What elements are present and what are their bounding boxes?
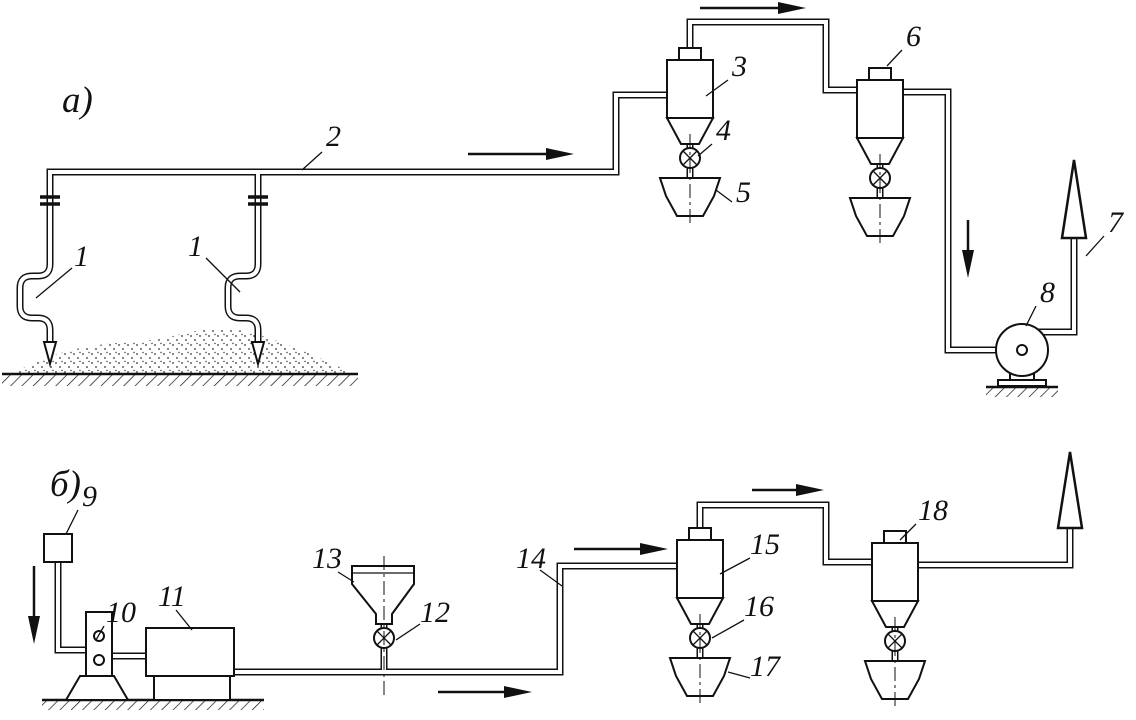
callout-14: 14	[516, 542, 546, 575]
ground-scheme-b	[42, 698, 264, 710]
callout-4: 4	[716, 114, 731, 147]
blower-8	[995, 323, 1049, 387]
callout-2: 2	[326, 120, 341, 153]
callout-6: 6	[906, 20, 921, 53]
callout-7: 7	[1108, 206, 1125, 239]
motor-11	[145, 627, 235, 701]
callout-1-left: 1	[74, 240, 89, 273]
ground-blower-a	[986, 385, 1058, 397]
callout-18: 18	[918, 494, 948, 527]
callout-11: 11	[158, 580, 186, 613]
callout-10: 10	[106, 596, 136, 629]
scheme-a-label: а)	[62, 80, 93, 121]
feed-hopper-13	[351, 565, 415, 625]
callout-1-right: 1	[188, 230, 203, 263]
suction-nozzle-left-tip	[42, 341, 58, 368]
cyclone-separator-15	[670, 528, 730, 704]
flow-arrows	[28, 2, 974, 698]
callout-5: 5	[736, 176, 751, 209]
material-pile	[14, 328, 352, 373]
suction-nozzle-right-tip	[250, 341, 266, 368]
callout-leaders	[35, 49, 1105, 679]
ground-scheme-a	[2, 328, 358, 386]
callout-3: 3	[731, 50, 747, 83]
scheme-b-label: б)	[50, 464, 81, 505]
callout-9: 9	[82, 480, 97, 513]
callout-16: 16	[744, 590, 774, 623]
pipe-flanges	[40, 195, 268, 206]
blower-hub	[1016, 344, 1028, 356]
air-intake-9	[43, 533, 73, 563]
exhaust-arrow-a	[1060, 159, 1088, 240]
feeder-valve-12	[373, 556, 395, 698]
cyclone-separator-18	[865, 531, 925, 707]
callout-15: 15	[750, 528, 780, 561]
exhaust-arrow-b	[1056, 451, 1084, 530]
callout-13: 13	[312, 542, 342, 575]
blower-10	[64, 611, 130, 701]
callout-8: 8	[1040, 276, 1055, 309]
callout-12: 12	[420, 596, 450, 629]
cyclone-separator-6	[850, 68, 910, 244]
cyclone-separator-3	[660, 48, 720, 224]
callout-17: 17	[750, 650, 782, 683]
